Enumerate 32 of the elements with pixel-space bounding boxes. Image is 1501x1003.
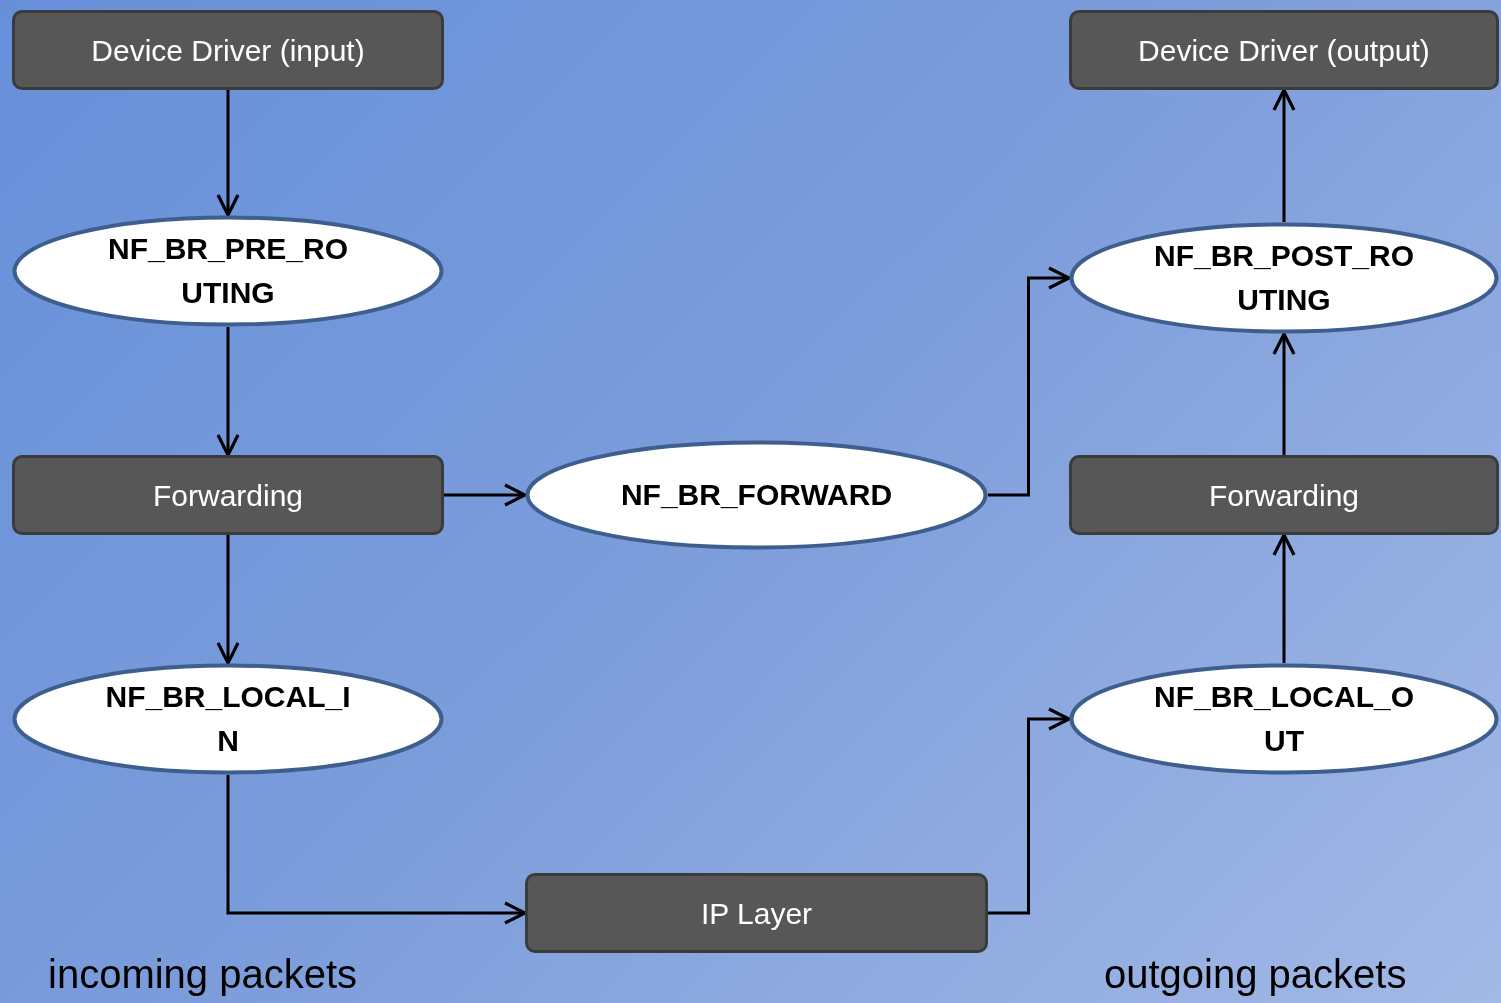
process-box xyxy=(525,873,988,953)
arrow xyxy=(1272,332,1296,455)
hook-label: NF_BR_LOCAL_OUT xyxy=(1153,679,1415,759)
hook-label: NF_BR_POST_ROUTING xyxy=(1152,238,1416,318)
hook-label: NF_BR_PRE_ROUTING xyxy=(106,231,350,311)
process-box xyxy=(1069,455,1499,535)
hook-ellipse xyxy=(1069,222,1499,334)
box-label: Device Driver (input) xyxy=(91,34,365,66)
arrow xyxy=(1272,88,1296,222)
hook-label: NF_BR_LOCAL_IN xyxy=(104,679,352,759)
arrow xyxy=(216,327,240,457)
process-box xyxy=(12,455,444,535)
arrow xyxy=(226,775,527,925)
hook-ellipse xyxy=(12,215,444,327)
arrow xyxy=(216,535,240,665)
arrow xyxy=(216,90,240,217)
box-label: Device Driver (output) xyxy=(1138,34,1430,66)
caption-text: outgoing packets xyxy=(1104,952,1407,997)
arrow xyxy=(1272,533,1296,663)
caption-text: incoming packets xyxy=(48,952,358,997)
hook-ellipse xyxy=(1069,663,1499,775)
hook-ellipse xyxy=(525,440,988,550)
box-label: Forwarding xyxy=(152,479,304,511)
hook-ellipse xyxy=(12,663,444,775)
arrow xyxy=(988,707,1071,915)
process-box xyxy=(1069,10,1499,90)
hook-label: NF_BR_FORWARD xyxy=(619,477,894,513)
arrow xyxy=(444,483,527,507)
box-label: Forwarding xyxy=(1208,479,1360,511)
process-box xyxy=(12,10,444,90)
arrow xyxy=(988,266,1071,497)
box-label: IP Layer xyxy=(700,897,813,929)
